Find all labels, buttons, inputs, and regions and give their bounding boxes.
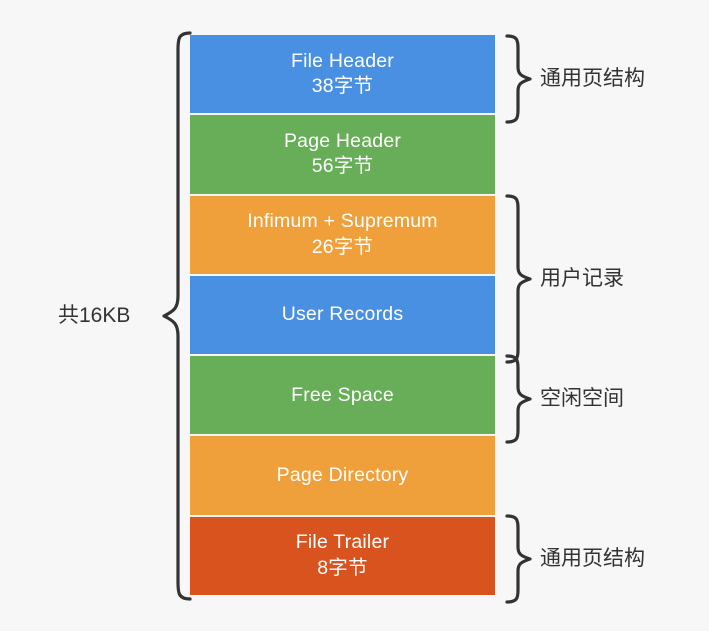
- section-title: File Header: [291, 49, 394, 72]
- section-title: Page Header: [283, 130, 402, 153]
- section-title: User Records: [281, 303, 404, 326]
- page-sections-stack: File Header 38字节 Page Header 56字节 Infimu…: [190, 35, 495, 595]
- section-title: Free Space: [291, 383, 394, 406]
- section-title: Infimum + Supremum: [247, 210, 438, 233]
- section-free-space[interactable]: Free Space: [190, 356, 495, 437]
- section-user-records[interactable]: User Records: [190, 275, 495, 357]
- section-file-header[interactable]: File Header 38字节: [190, 35, 495, 116]
- group-label-user-records: 用户记录: [540, 267, 624, 290]
- section-size: 38字节: [311, 75, 374, 98]
- section-title: File Trailer: [295, 531, 390, 554]
- group-brace-user-records: [505, 194, 532, 364]
- section-page-directory[interactable]: Page Directory: [190, 436, 495, 517]
- group-brace-common-bottom: [505, 514, 532, 604]
- section-page-header[interactable]: Page Header 56字节: [190, 115, 495, 196]
- section-size: 8字节: [317, 556, 368, 579]
- group-brace-common-top: [505, 34, 532, 124]
- group-label-free-space: 空闲空间: [540, 387, 624, 410]
- group-brace-free-space: [505, 354, 532, 444]
- section-infimum-supremum[interactable]: Infimum + Supremum 26字节: [190, 195, 495, 276]
- group-label-common-bottom: 通用页结构: [540, 547, 645, 570]
- total-size-label: 共16KB: [58, 304, 131, 327]
- section-size: 26字节: [311, 235, 374, 258]
- section-size: 56字节: [311, 155, 374, 178]
- total-size-brace: [162, 31, 192, 601]
- group-label-common-top: 通用页结构: [540, 67, 645, 90]
- section-title: Page Directory: [276, 463, 409, 486]
- section-file-trailer[interactable]: File Trailer 8字节: [190, 516, 495, 595]
